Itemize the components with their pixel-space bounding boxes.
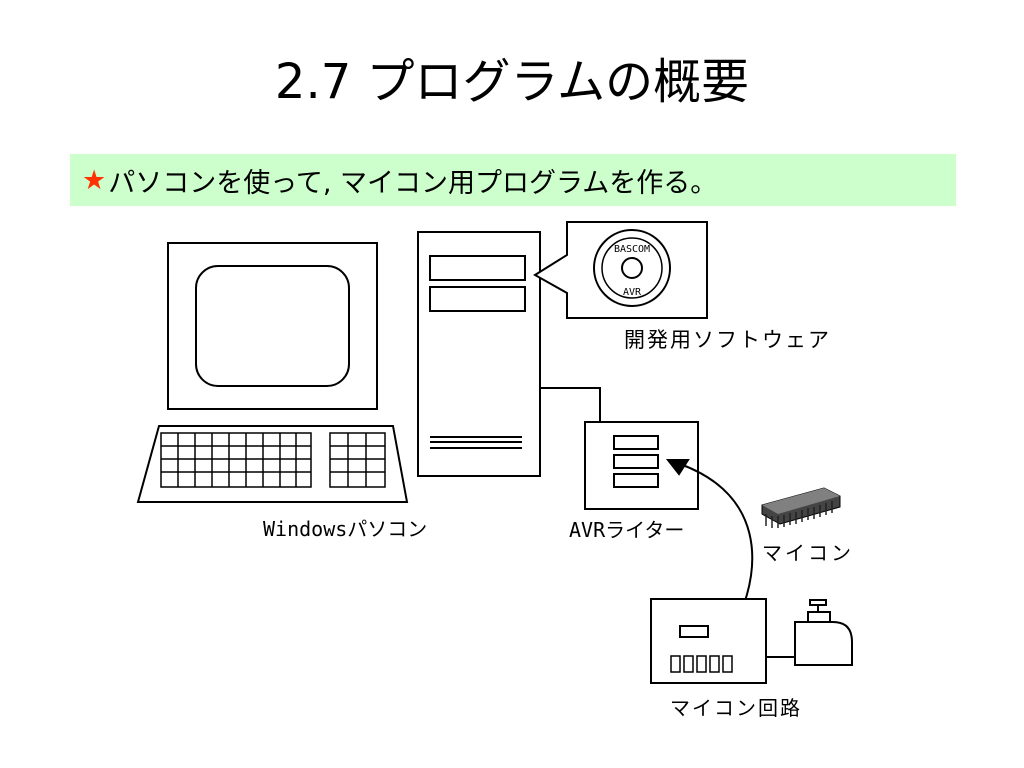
- circuit-label: マイコン回路: [670, 696, 802, 720]
- pc-tower: [417, 231, 541, 477]
- usb-cable: [540, 387, 601, 422]
- star-icon: ★: [82, 164, 107, 196]
- pc-label: Windowsパソコン: [263, 517, 427, 541]
- software-label: 開発用ソフトウェア: [624, 328, 831, 352]
- summary-banner: ★ パソコンを使って, マイコン用プログラムを作る。: [70, 154, 956, 206]
- microcontroller-chip: [761, 487, 841, 528]
- keyboard: [136, 425, 409, 503]
- mcu-label: マイコン: [762, 541, 854, 565]
- cd-label-bottom: AVR: [623, 287, 642, 298]
- cd-label-top: BASCOM: [614, 244, 650, 255]
- writer-label: AVRライター: [569, 518, 684, 542]
- page-title: 2.7 プログラムの概要: [274, 54, 750, 110]
- summary-text: パソコンを使って, マイコン用プログラムを作る。: [108, 167, 718, 199]
- monitor: [167, 242, 378, 410]
- circuit-board: [650, 598, 853, 684]
- software-balloon: [533, 221, 708, 319]
